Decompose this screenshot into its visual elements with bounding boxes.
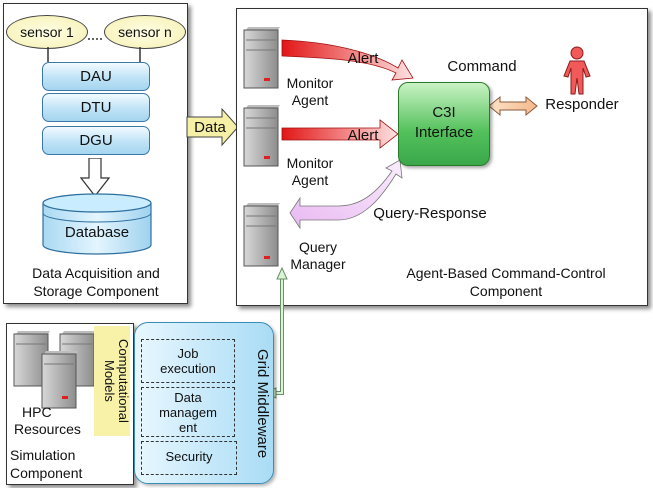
monitor-agent-1-server-icon xyxy=(243,27,280,89)
dtu-box: DTU xyxy=(42,93,150,122)
job-execution-box: Job execution xyxy=(141,339,235,383)
data-arrow-label: Data xyxy=(194,119,226,136)
alert-2-label: Alert xyxy=(347,127,379,144)
command-label: Command xyxy=(447,58,517,75)
data-management-box: Data managem ent xyxy=(141,387,235,437)
query-manager-server-icon xyxy=(243,203,280,267)
data-acquisition-caption: Data Acquisition and Storage Component xyxy=(32,265,160,299)
c3i-interface: C3I Interface xyxy=(398,82,490,166)
command-control-caption: Agent-Based Command-Control Component xyxy=(406,265,606,299)
sensor-connectors xyxy=(47,38,141,62)
database-label: Database xyxy=(64,224,130,241)
monitor-agent-2-label: Monitor Agent xyxy=(286,155,334,188)
responder-label: Responder xyxy=(545,96,619,113)
simulation-caption: Simulation Component xyxy=(10,447,83,481)
query-manager-label: Query Manager xyxy=(290,239,346,272)
hpc-resources-server-icon xyxy=(13,331,96,409)
database-icon xyxy=(42,193,152,255)
sensor-n: sensor n xyxy=(104,15,186,49)
dau-box: DAU xyxy=(42,62,150,91)
grid-middleware-title: Grid Middleware xyxy=(254,349,271,459)
data-arrow-icon xyxy=(186,108,239,147)
grid-middleware: Job execution Data managem ent Security … xyxy=(134,322,274,484)
down-arrow-icon xyxy=(80,158,110,197)
monitor-agent-2-server-icon xyxy=(243,105,280,167)
query-response-label: Query-Response xyxy=(373,205,487,222)
security-box: Security xyxy=(141,441,237,475)
monitor-agent-1-label: Monitor Agent xyxy=(286,75,334,108)
sensor-1: sensor 1 xyxy=(6,15,88,49)
hpc-resources-label: HPC Resources xyxy=(14,404,81,437)
alert-1-label: Alert xyxy=(347,50,379,67)
dgu-box: DGU xyxy=(42,126,150,155)
responder-person-icon xyxy=(563,46,591,95)
